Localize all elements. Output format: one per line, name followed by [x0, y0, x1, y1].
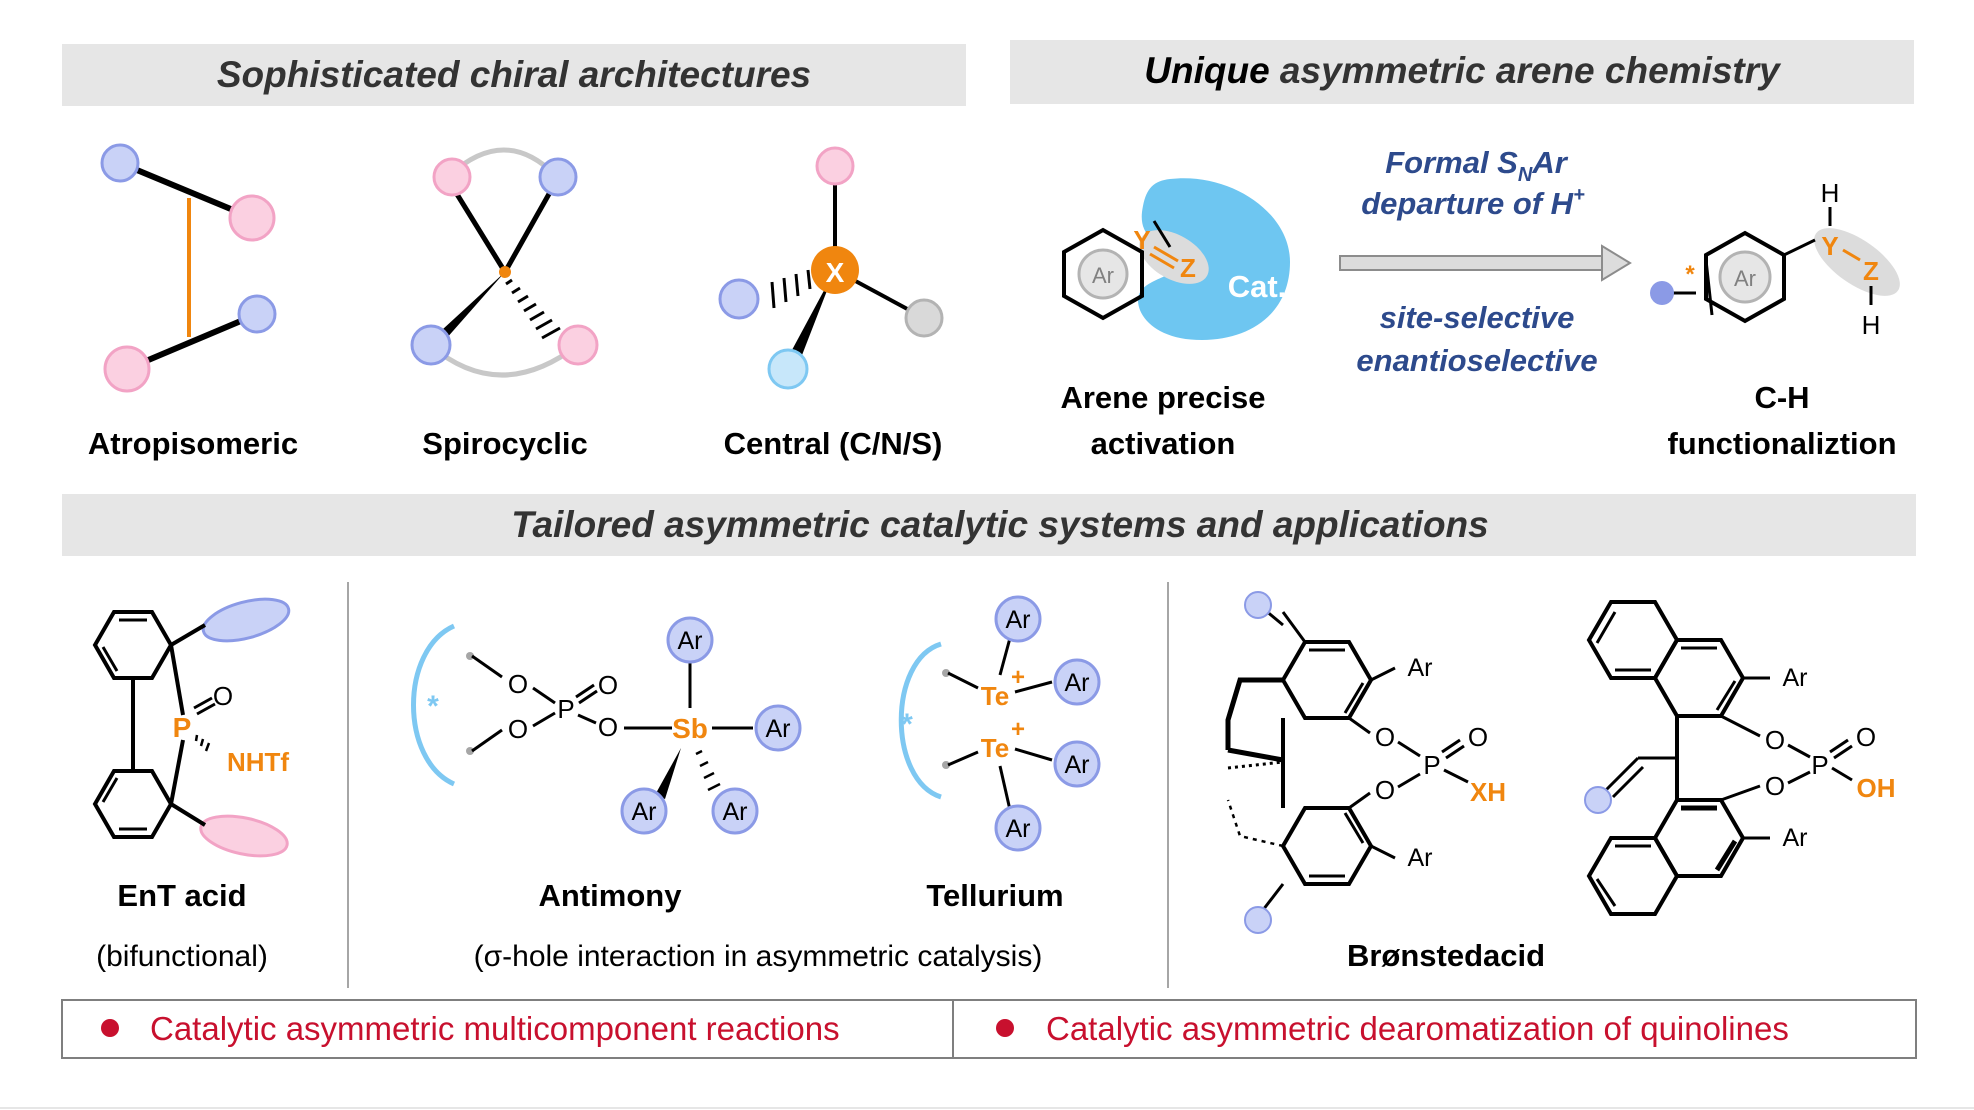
- header-catalytic: Tailored asymmetric catalytic systems an…: [511, 504, 1488, 545]
- spa-o1: O: [1375, 722, 1395, 752]
- spa-o2: O: [1375, 775, 1395, 805]
- enantioselective-text: enantioselective: [1356, 343, 1597, 378]
- formal-sub: N: [1518, 164, 1533, 186]
- application-bullet-2: [996, 1019, 1014, 1037]
- binol-oh: OH: [1857, 773, 1896, 803]
- catalyst-label: Cat.: [1228, 269, 1287, 304]
- arene-left-label-1: Arene precise: [1060, 380, 1265, 415]
- product-star: *: [1685, 261, 1695, 288]
- te-1: Te: [981, 681, 1009, 711]
- ent-subtitle: (bifunctional): [96, 940, 268, 973]
- arene-left-label-2: activation: [1091, 426, 1236, 461]
- central-diagram: X: [718, 146, 944, 390]
- sb-ar-top: Ar: [678, 627, 703, 655]
- tellurium-structure: * Te + Te + Ar Ar Ar Ar: [898, 595, 1101, 852]
- spa-p: P: [1423, 750, 1440, 780]
- binol-o1: O: [1765, 725, 1785, 755]
- departure-sup: +: [1573, 184, 1585, 206]
- sb-ar-right: Ar: [766, 715, 791, 743]
- arene-activation-diagram: Ar Y Z Cat.: [1062, 178, 1290, 340]
- sb-ar-bottom-left: Ar: [632, 798, 657, 826]
- tellurium-title: Tellurium: [926, 878, 1063, 913]
- label-spirocyclic: Spirocyclic: [422, 426, 587, 461]
- antimony-title: Antimony: [539, 878, 683, 913]
- spa-o3: O: [1468, 722, 1488, 752]
- spirocyclic-diagram: [410, 147, 599, 378]
- te-star: *: [901, 708, 913, 741]
- header-chiral: Sophisticated chiral architectures: [217, 54, 811, 95]
- atropisomeric-diagram: [100, 143, 277, 393]
- arene-y-label: Y: [1133, 225, 1150, 255]
- label-atropisomeric: Atropisomeric: [88, 426, 298, 461]
- sb-o4: O: [598, 712, 618, 742]
- product-z-label: Z: [1863, 256, 1879, 286]
- te-1-plus: +: [1011, 664, 1025, 691]
- product-h-top: H: [1821, 178, 1840, 208]
- binol-ar-top: Ar: [1783, 664, 1808, 692]
- header-arene-rest: asymmetric arene chemistry: [1270, 50, 1782, 91]
- application-2: Catalytic asymmetric dearomatization of …: [1046, 1010, 1789, 1047]
- arene-z-label: Z: [1180, 253, 1196, 283]
- header-band-arene: [1010, 40, 1914, 104]
- sigma-hole-caption: (σ-hole interaction in asymmetric cataly…: [474, 940, 1043, 973]
- reaction-arrow: [1339, 244, 1632, 282]
- header-arene-bold: Unique: [1144, 50, 1269, 91]
- departure-text: departure of H+: [1361, 184, 1585, 221]
- departure: departure of H: [1361, 186, 1573, 221]
- arene-right-label-1: C-H: [1754, 380, 1809, 415]
- spa-xh: XH: [1470, 777, 1506, 807]
- sb-o2: O: [508, 714, 528, 744]
- ent-acid-structure: P O NHTf: [92, 597, 291, 858]
- sb-p: P: [557, 694, 574, 724]
- ent-title: EnT acid: [117, 878, 246, 913]
- te-ar-groups: Ar Ar Ar Ar: [994, 595, 1101, 852]
- ent-p: P: [173, 712, 192, 743]
- te-ar-4: Ar: [1006, 815, 1031, 843]
- header-band-chiral: [62, 44, 966, 106]
- binol-o3: O: [1856, 722, 1876, 752]
- binol-ar-bottom: Ar: [1783, 824, 1808, 852]
- binol-p: P: [1811, 750, 1828, 780]
- ch-product-diagram: Ar * Y H Z H: [1650, 178, 1900, 340]
- te-2: Te: [981, 733, 1009, 763]
- sb-ar-groups: Ar Ar Ar Ar: [620, 616, 802, 835]
- header-arene: Unique asymmetric arene chemistry: [1144, 50, 1782, 91]
- te-ar-2: Ar: [1065, 669, 1090, 697]
- bronsted-title: Brønstedacid: [1347, 938, 1545, 973]
- spa-ar-top: Ar: [1408, 654, 1433, 682]
- spiro-acid-structure: Ar Ar O O P O XH: [1225, 591, 1506, 934]
- formal-snar-text: Formal SNAr: [1385, 145, 1568, 186]
- ent-nhtf: NHTf: [227, 747, 289, 777]
- arene-right-label-2: functionaliztion: [1667, 426, 1896, 461]
- applications-box: [61, 999, 1917, 1059]
- sb-o3: O: [598, 670, 618, 700]
- binol-acid-structure: Ar Ar O O P O OH: [1584, 600, 1896, 916]
- te-2-plus: +: [1011, 716, 1025, 743]
- spa-ar-bottom: Ar: [1408, 844, 1433, 872]
- te-ar-3: Ar: [1065, 751, 1090, 779]
- formal-suffix: Ar: [1531, 145, 1568, 180]
- header-band-catalytic: [62, 494, 1916, 556]
- central-center-label: X: [826, 257, 845, 288]
- product-h-bottom: H: [1862, 310, 1881, 340]
- arene-ring-label: Ar: [1092, 263, 1114, 288]
- binol-o2: O: [1765, 771, 1785, 801]
- application-bullet-1: [101, 1019, 119, 1037]
- sb-label: Sb: [672, 713, 708, 744]
- product-ring-label: Ar: [1734, 266, 1756, 291]
- application-1: Catalytic asymmetric multicomponent reac…: [150, 1010, 840, 1047]
- formal-prefix: Formal S: [1385, 145, 1518, 180]
- label-central: Central (C/N/S): [724, 426, 943, 461]
- product-y-label: Y: [1821, 231, 1838, 261]
- antimony-structure: * O O P O O Sb Ar Ar Ar Ar: [411, 616, 802, 835]
- sb-ar-bottom-right: Ar: [723, 798, 748, 826]
- te-ar-1: Ar: [1006, 606, 1031, 634]
- site-selective-text: site-selective: [1380, 300, 1575, 335]
- ent-o: O: [213, 681, 233, 711]
- sb-o1: O: [508, 669, 528, 699]
- sb-star: *: [427, 690, 439, 723]
